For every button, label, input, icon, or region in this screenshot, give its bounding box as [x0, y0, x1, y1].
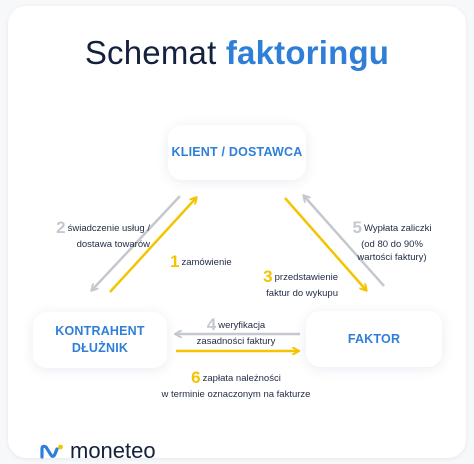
arrow-step-3: [284, 197, 366, 290]
step-2-number: 2: [56, 218, 66, 238]
arrow-step-5: [304, 196, 385, 287]
step-4-number: 4: [206, 315, 217, 335]
moneteo-logo-icon: [40, 444, 63, 459]
node-client: KLIENT / DOSTAWCA: [168, 125, 306, 180]
step-4-text: weryfikacja zasadności faktury: [196, 320, 276, 348]
node-debtor: KONTRAHENT DŁUŻNIK: [33, 312, 167, 368]
brand-name: moneteo: [70, 438, 156, 463]
step-5-number: 5: [352, 218, 362, 238]
title-bold: faktoringu: [225, 34, 390, 71]
step-6-number: 6: [191, 368, 201, 388]
diagram-card: [8, 6, 466, 458]
arrow-step-1: [109, 198, 196, 293]
brand-logo: moneteo: [40, 440, 156, 462]
step-3-text: przedstawienie faktur do wykupu: [266, 272, 338, 300]
node-factor: FAKTOR: [306, 311, 442, 367]
title-regular: Schemat: [84, 34, 217, 71]
arrow-step-2: [92, 195, 181, 290]
step-6-text: zapłata należności w terminie oznaczonym…: [161, 373, 311, 401]
step-1-number: 1: [170, 252, 180, 272]
step-5-text: Wypłata zaliczki (od 80 do 90% wartości …: [357, 223, 432, 263]
step-2-text: świadczenie usług / dostawa towarów: [67, 223, 150, 251]
page-title: Schemat faktoringu: [0, 34, 474, 72]
step-1-text: zamówienie: [181, 257, 232, 269]
step-3-number: 3: [263, 267, 273, 287]
